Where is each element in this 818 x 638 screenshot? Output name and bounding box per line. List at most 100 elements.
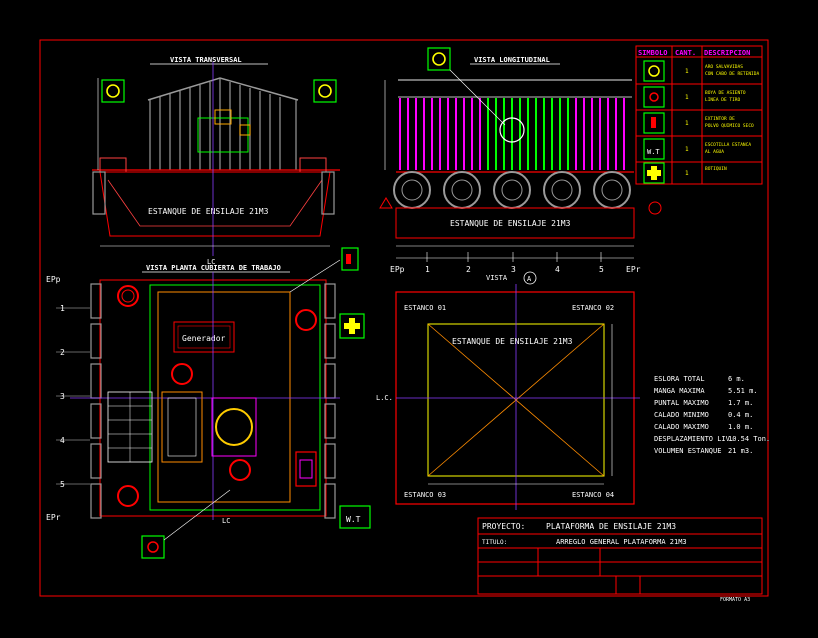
transversal-title: VISTA TRANSVERSAL: [170, 56, 242, 64]
corner-estanco-01: ESTANCO 01: [404, 304, 446, 312]
float-circle: [393, 171, 431, 209]
lc-label-plan: LC: [222, 517, 230, 525]
float-inner: [601, 179, 623, 201]
plan-float: [324, 283, 336, 319]
first-aid-icon: [339, 313, 365, 339]
extinguisher-icon: [643, 112, 665, 134]
plan-float: [90, 403, 102, 439]
spec-label: MANGA MAXIMA: [654, 387, 705, 395]
lc-label-top: LC: [207, 258, 215, 266]
legend-desc: EXTINTOR DE: [705, 116, 735, 122]
spec-value: 0.4 m.: [728, 411, 753, 419]
titulo-value: ARREGLO GENERAL PLATAFORMA 21M3: [556, 538, 687, 546]
float-inner: [401, 179, 423, 201]
plan-station-stern: EPp: [46, 275, 61, 284]
plan-float: [90, 283, 102, 319]
lc-axis-label: L.C.: [376, 394, 393, 402]
spec-value: 1.7 m.: [728, 399, 753, 407]
spec-value: 10.54 Ton.: [728, 435, 770, 443]
spec-value: 5.51 m.: [728, 387, 758, 395]
float-pontoons: [393, 171, 631, 209]
plan-station-number: 1: [60, 304, 65, 313]
ring-buoy-icon: [427, 47, 451, 71]
legend-desc: CON CABO DE RETENIDA: [705, 71, 759, 77]
plan-float: [324, 443, 336, 479]
title-block: PROYECTO: PLATAFORMA DE ENSILAJE 21M3 TI…: [477, 517, 763, 603]
generator-box: [173, 321, 235, 353]
legend-header-desc: DESCRIPCION: [704, 49, 750, 57]
section-mark-icon: [379, 197, 393, 209]
plan-float: [90, 443, 102, 479]
helm-wheel-icon: [499, 117, 525, 143]
plan-float: [90, 323, 102, 359]
legend-qty: 1: [685, 120, 689, 127]
tank-label-plan: ESTANQUE DE ENSILAJE 21M3: [452, 337, 573, 346]
station-number: 3: [511, 265, 516, 274]
corner-estanco-04: ESTANCO 04: [572, 491, 614, 499]
legend-desc: BOYA DE ASIENTO: [705, 90, 746, 96]
legend-desc: AL AGUA: [705, 149, 724, 155]
proyecto-value: PLATAFORMA DE ENSILAJE 21M3: [546, 522, 676, 531]
spec-value: 21 m3.: [728, 447, 753, 455]
plan-float: [324, 323, 336, 359]
transversal-view: VISTA TRANSVERSAL ESTANQUE DE ENSILAJE 2…: [92, 56, 340, 266]
wt-door-icon: W.T: [643, 138, 665, 160]
station-number: 4: [555, 265, 560, 274]
legend-desc: BOTIQUIN: [705, 166, 727, 172]
plan-view: VISTA PLANTA CUBIERTA DE TRABAJO Generad…: [46, 247, 371, 559]
svg-text:A: A: [527, 275, 532, 283]
plan-float-pontoons: [90, 283, 336, 519]
float-inner: [551, 179, 573, 201]
vista-a-label: VISTA: [486, 274, 508, 282]
longitudinal-view: VISTA LONGITUDINAL ESTANQUE DE ENSILAJE …: [379, 47, 662, 274]
generator-label: Generador: [182, 334, 226, 343]
plan-station-bow: EPr: [46, 513, 61, 522]
legend-qty: 1: [685, 170, 689, 177]
float-inner: [501, 179, 523, 201]
titulo-label: TITULO:: [482, 539, 507, 546]
spec-label: CALADO MAXIMO: [654, 423, 709, 431]
tank-plan-view: VISTA A L.C. ESTANQUE DE ENSILAJE 21M3 E…: [376, 271, 640, 510]
extinguisher-icon: [341, 247, 359, 271]
float-circle: [493, 171, 531, 209]
float-circle: [543, 171, 581, 209]
plan-float: [90, 483, 102, 519]
spec-value: 6 m.: [728, 375, 745, 383]
wt-door-icon: W.T: [339, 505, 371, 529]
legend-qty: 1: [685, 68, 689, 75]
spec-label: DESPLAZAMIENTO LIV.: [654, 435, 734, 443]
float-circle: [593, 171, 631, 209]
house-door-bars: [487, 98, 569, 170]
spec-label: ESLORA TOTAL: [654, 375, 705, 383]
ring-buoy-icon: [313, 79, 337, 103]
proyecto-label: PROYECTO:: [482, 522, 525, 531]
spec-label: VOLUMEN ESTANQUE: [654, 447, 721, 455]
svg-text:W.T: W.T: [346, 515, 361, 524]
plan-station-number: 4: [60, 436, 65, 445]
corner-estanco-02: ESTANCO 02: [572, 304, 614, 312]
tank-label-transversal: ESTANQUE DE ENSILAJE 21M3: [148, 207, 269, 216]
section-mark-icon: [648, 201, 662, 215]
plan-float: [324, 483, 336, 519]
longitudinal-title: VISTA LONGITUDINAL: [474, 56, 550, 64]
float-circle: [443, 171, 481, 209]
station-number: 2: [466, 265, 471, 274]
station-bow: EPr: [626, 265, 641, 274]
life-ring-light-icon: [141, 535, 165, 559]
vista-a-marker: [523, 271, 537, 285]
spec-value: 1.0 m.: [728, 423, 753, 431]
first-aid-icon: [643, 162, 665, 184]
drawing-frame: [39, 39, 769, 597]
hull-section: [99, 171, 331, 237]
station-stern: EPp: [390, 265, 405, 274]
plan-float: [324, 403, 336, 439]
spec-label: CALADO MINIMO: [654, 411, 709, 419]
legend-desc: ESCOTILLA ESTANCA: [705, 142, 751, 148]
station-number: 1: [425, 265, 430, 274]
